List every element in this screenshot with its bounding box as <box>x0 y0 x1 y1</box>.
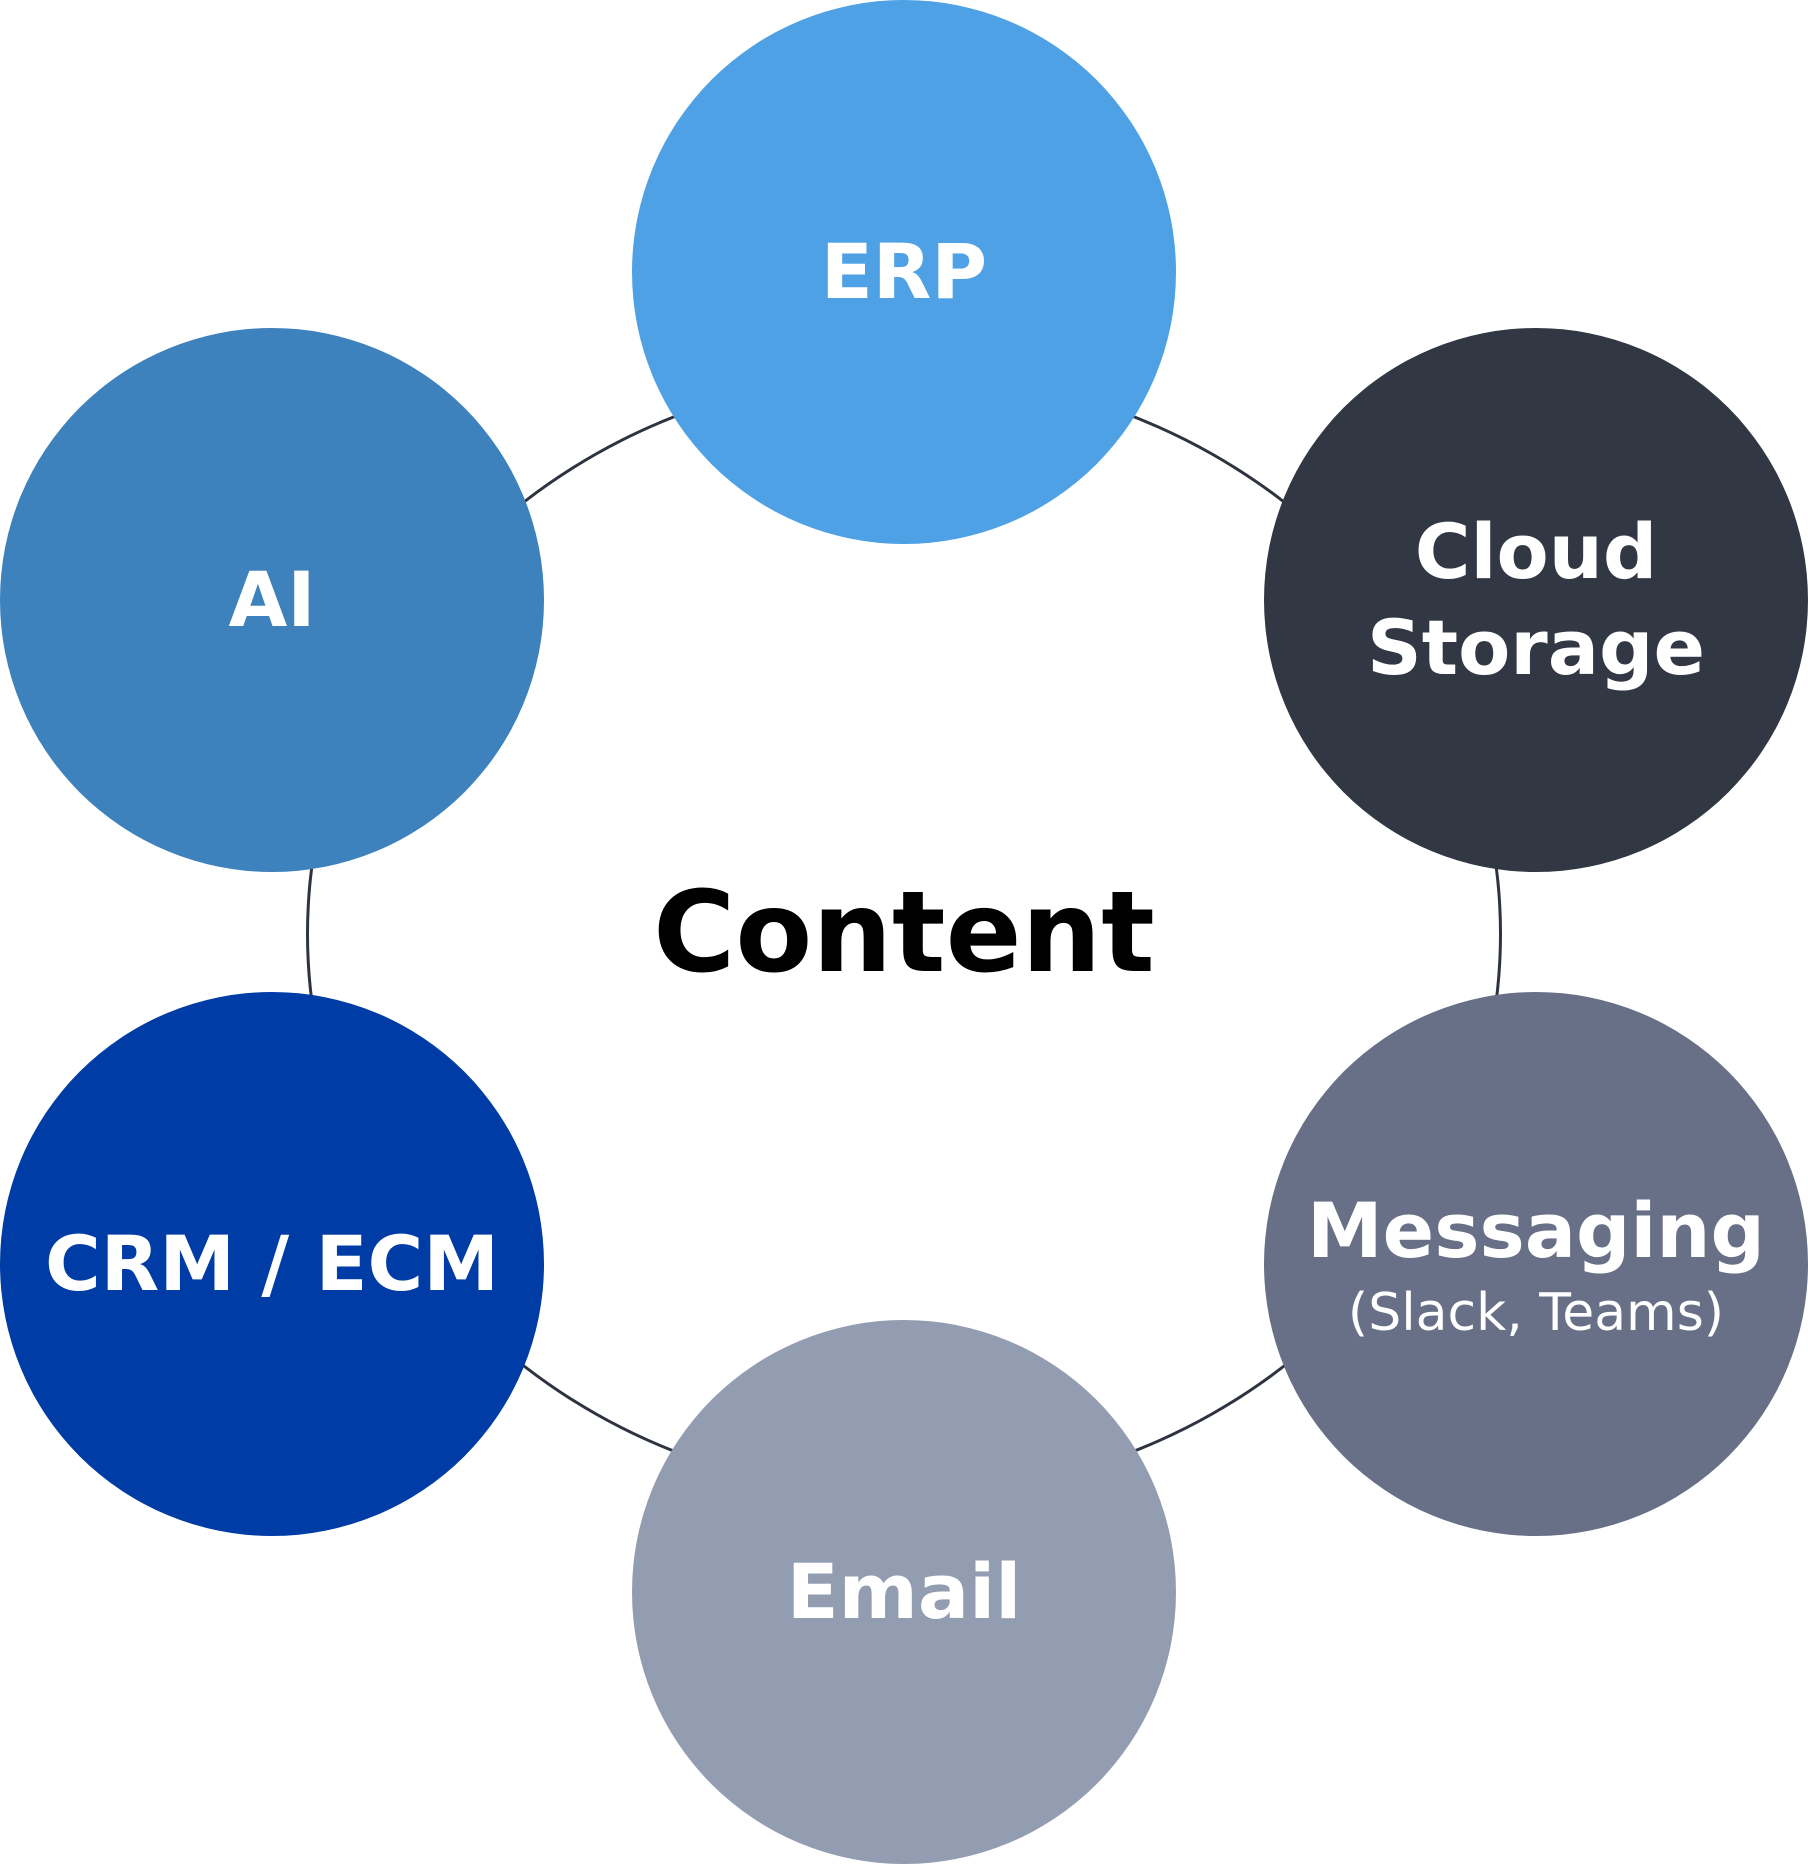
cloud-storage-node: Cloud Storage <box>1264 328 1808 872</box>
cloud-storage-label: Cloud Storage <box>1367 507 1705 692</box>
messaging-sublabel: (Slack, Teams) <box>1347 1283 1725 1343</box>
messaging-node: Messaging (Slack, Teams) <box>1264 992 1808 1536</box>
erp-label: ERP <box>820 227 988 316</box>
center-content-label: Content <box>653 868 1155 998</box>
crm-ecm-label: CRM / ECM <box>45 1219 499 1308</box>
erp-node: ERP <box>632 0 1176 544</box>
crm-ecm-node: CRM / ECM <box>0 992 544 1536</box>
ai-label: AI <box>228 555 316 644</box>
email-node: Email <box>632 1320 1176 1864</box>
messaging-label: Messaging <box>1307 1186 1765 1275</box>
ai-node: AI <box>0 328 544 872</box>
email-label: Email <box>786 1547 1022 1636</box>
